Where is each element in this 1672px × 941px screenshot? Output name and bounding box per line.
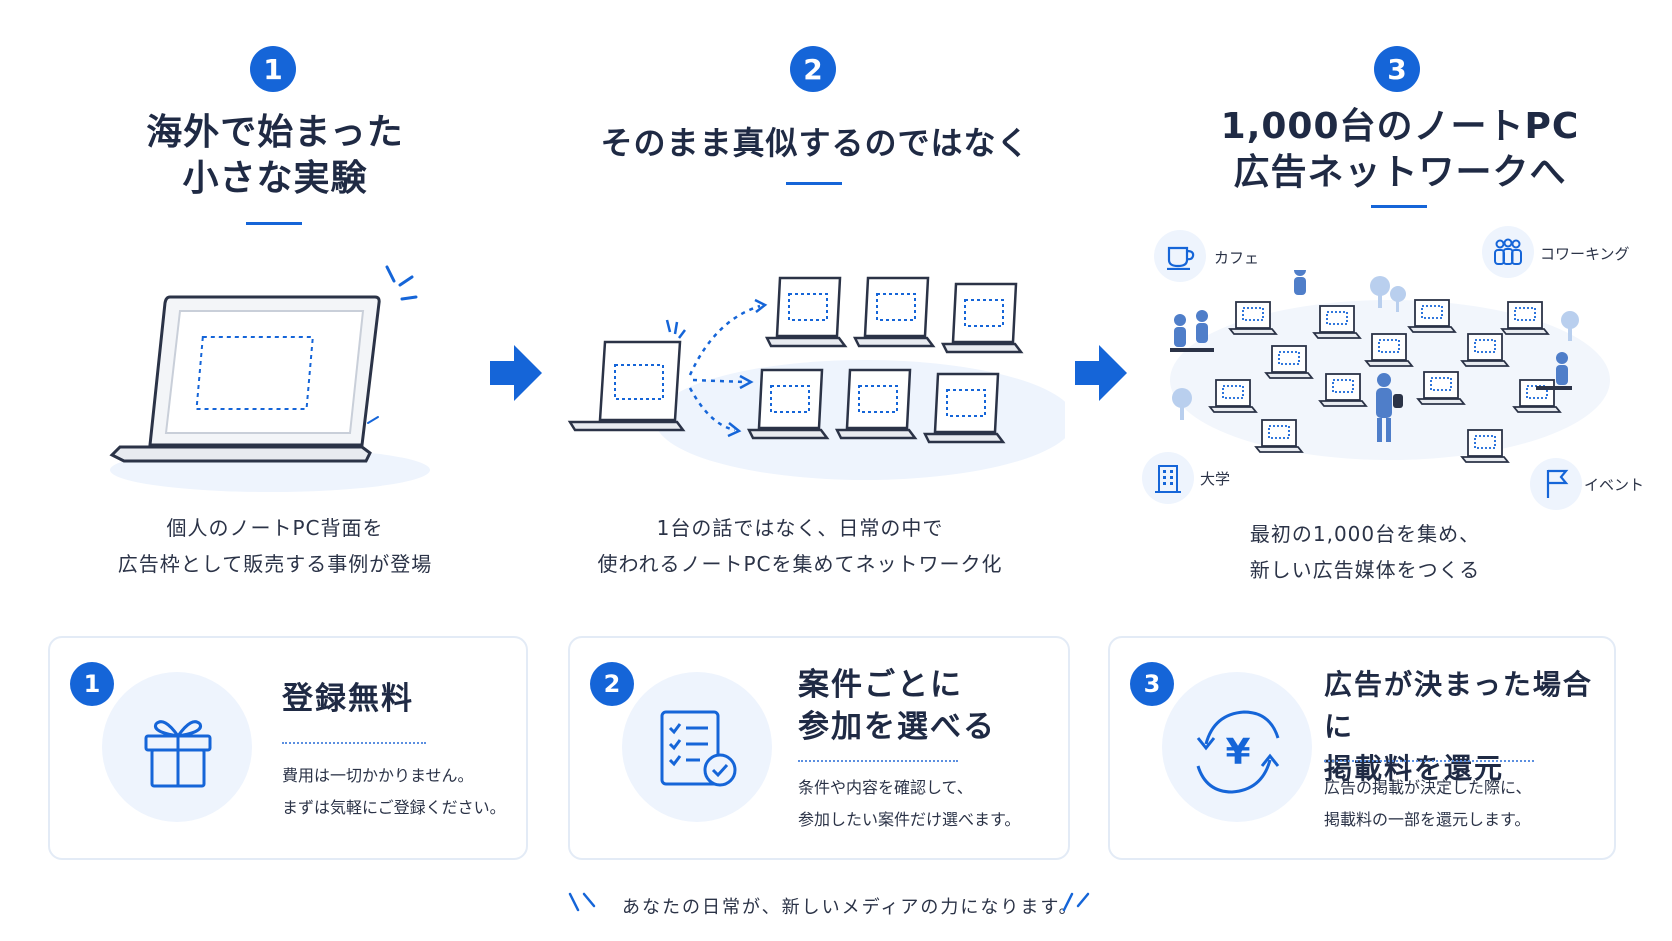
card-1-title: 登録無料 [282,678,414,720]
laptop-illustration [109,265,430,492]
card-3-title-line2: 掲載料を還元 [1324,752,1505,785]
step-3-title-line1: 1,000台のノートPC [1220,106,1580,147]
card-3-badge: 3 [1130,662,1174,706]
arrow-right-icon [490,345,542,401]
step-3-title: 1,000台のノートPC 広告ネットワークへ [1180,104,1620,196]
card-3-divider [1324,760,1534,762]
step-2-caption-line2: 使われるノートPCを集めてネットワーク化 [597,552,1003,576]
yen-cycle-icon: ¥ [1196,710,1280,794]
card-2-title-line1: 案件ごとに [798,667,963,703]
accent-slashes-left-icon [568,892,596,912]
checklist-icon [660,710,737,787]
step-1-title: 海外で始まった 小さな実験 [60,110,490,202]
benefit-card-free-registration: 1 登録無料 費用は一切かかりません。 まずは気軽にご登録ください。 [48,636,528,860]
step-3-underline [1371,205,1427,208]
venue-coworking-label: コワーキング [1540,245,1630,263]
step-1-caption-line1: 個人のノートPC背面を [166,516,384,540]
step-3-caption-line2: 新しい広告媒体をつくる [1249,558,1481,582]
flag-icon [1546,469,1569,498]
card-2-divider [798,760,958,762]
step-2-badge: 2 [790,46,836,92]
footer-tagline: あなたの日常が、新しいメディアの力になります。 [622,897,1079,918]
cafe-icon-circle [1154,230,1206,282]
step-1-title-line1: 海外で始まった [146,112,404,153]
laptop-network-illustration [567,276,1065,480]
card-3-desc-line1: 広告の掲載が決定した際に、 [1324,778,1532,797]
step-3-caption: 最初の1,000台を集め、 新しい広告媒体をつくる [1140,516,1590,588]
card-1-title-line1: 登録無料 [282,681,414,717]
card-3-title-line1: 広告が決まった場合に [1324,668,1593,743]
benefit-card-choose-projects: 2 案件ごとに 参加を選べる 条件や内容を確認して、 参加したい案件だけ選べます… [568,636,1070,860]
step-2-title-line1: そのまま真似するのではなく [600,124,1030,162]
card-3-description: 広告の掲載が決定した際に、 掲載料の一部を還元します。 [1324,772,1532,836]
step-3-badge: 3 [1374,46,1420,92]
card-3-desc-line2: 掲載料の一部を還元します。 [1324,810,1531,829]
accent-slashes-right-icon [1062,892,1090,912]
card-2-icon-circle [622,672,772,822]
card-1-badge: 1 [70,662,114,706]
card-2-desc-line1: 条件や内容を確認して、 [798,778,973,797]
card-2-desc-line2: 参加したい案件だけ選べます。 [798,810,1021,829]
coworking-icon-circle [1482,226,1534,278]
card-2-title-line2: 参加を選べる [798,709,996,745]
laptop-network-scene [1170,270,1610,463]
ad-space-marker [195,336,314,410]
university-icon-circle [1142,452,1194,504]
step-3-title-line2: 広告ネットワークへ [1233,152,1567,193]
benefit-card-revenue-share: 3 ¥ 広告が決まった場合に 掲載料を還元 広告の掲載が決定した際に、 掲載料の… [1108,636,1616,860]
card-1-desc-line2: まずは気軽にご登録ください。 [282,798,506,817]
card-2-description: 条件や内容を確認して、 参加したい案件だけ選べます。 [798,772,1020,836]
card-3-title: 広告が決まった場合に 掲載料を還元 [1324,664,1614,790]
step-1-caption-line2: 広告枠として販売する事例が登場 [117,552,433,576]
arrow-right-icon [1075,345,1127,401]
svg-text:¥: ¥ [1225,732,1250,773]
venue-cafe-label: カフェ [1214,249,1260,267]
step-1-underline [246,222,302,225]
card-2-title: 案件ごとに 参加を選べる [798,664,996,748]
step-1-badge: 1 [250,46,296,92]
card-3-icon-circle [1162,672,1312,822]
card-1-desc-line1: 費用は一切かかりません。 [282,766,474,785]
building-icon [1155,465,1181,493]
card-1-divider [282,742,426,744]
people-group-icon [1494,238,1522,265]
card-2-badge: 2 [590,662,634,706]
coffee-cup-icon [1167,246,1195,270]
step-2-underline [786,182,842,185]
step-2-caption: 1台の話ではなく、日常の中で 使われるノートPCを集めてネットワーク化 [540,510,1060,582]
gift-icon [144,720,212,788]
step-3-caption-line1: 最初の1,000台を集め、 [1249,522,1481,546]
step-2-title: そのまま真似するのではなく [565,120,1065,166]
step-1-title-line2: 小さな実験 [182,158,368,199]
step-1-caption: 個人のノートPC背面を 広告枠として販売する事例が登場 [40,510,510,582]
venue-university-label: 大学 [1200,470,1231,488]
step-2-caption-line1: 1台の話ではなく、日常の中で [656,516,944,540]
card-1-description: 費用は一切かかりません。 まずは気軽にご登録ください。 [282,760,506,824]
venue-event-label: イベント [1584,476,1645,494]
